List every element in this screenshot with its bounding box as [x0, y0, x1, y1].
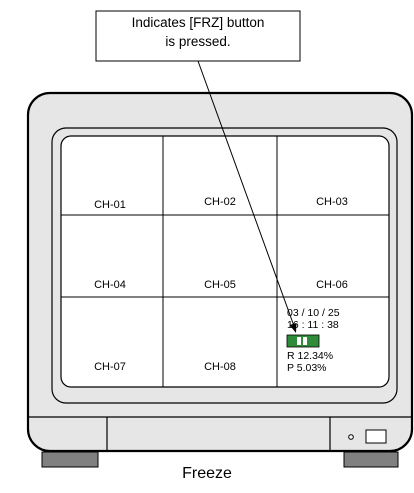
channel-label-3: CH-03 [316, 196, 348, 208]
diagram-caption: Freeze [182, 465, 232, 482]
power-led-icon [348, 434, 354, 440]
power-button[interactable] [365, 429, 387, 444]
info-record: R 12.34% [287, 350, 334, 362]
callout-text: Indicates [FRZ] button is pressed. [96, 13, 300, 51]
callout-box [95, 10, 301, 62]
right-foot [343, 451, 399, 468]
channel-label-2: CH-02 [204, 196, 236, 208]
channel-label-5: CH-05 [204, 279, 236, 291]
control-strip [28, 416, 412, 451]
left-foot [41, 451, 99, 468]
channel-label-7: CH-07 [94, 361, 126, 373]
channel-label-4: CH-04 [94, 279, 126, 291]
callout-line-2: is pressed. [165, 34, 231, 49]
info-play: P 5.03% [287, 362, 327, 374]
pause-icon [297, 337, 307, 345]
channel-grid [61, 136, 389, 387]
screen [60, 135, 390, 388]
arrow-head-icon [289, 323, 297, 333]
channel-label-8: CH-08 [204, 361, 236, 373]
pointer-line [197, 60, 295, 327]
channel-label-6: CH-06 [316, 279, 348, 291]
callout-line-1: Indicates [FRZ] button [131, 15, 265, 30]
info-date: 03 / 10 / 25 [287, 307, 340, 319]
channel-label-1: CH-01 [94, 199, 126, 211]
info-time: 16 : 11 : 38 [287, 319, 339, 331]
